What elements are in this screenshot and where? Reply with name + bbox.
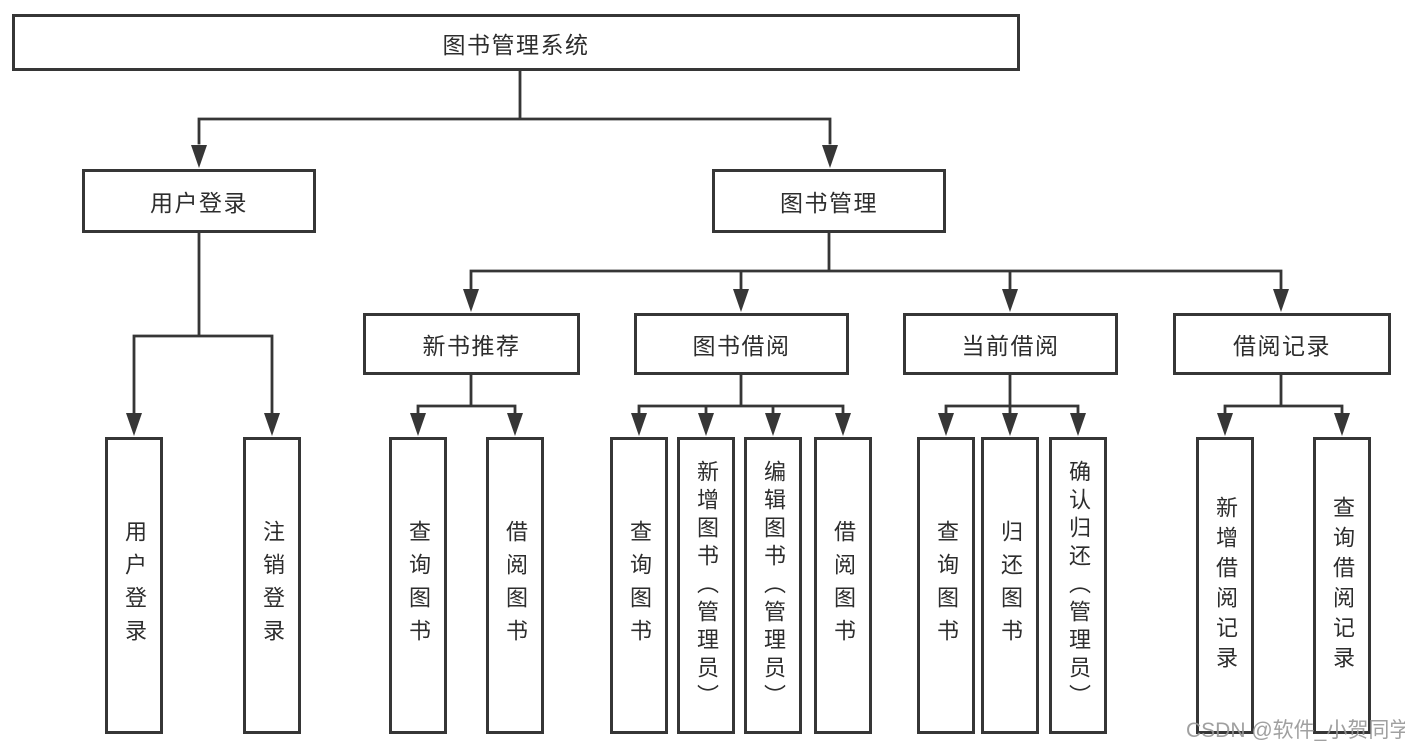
node-new-book-recommend: 新书推荐 (363, 313, 580, 375)
arrowhead (1070, 413, 1086, 436)
connector-new-book (416, 373, 517, 414)
arrowhead (1002, 289, 1018, 312)
connector-book-management (469, 230, 1283, 290)
leaf-query-book-current: 查询图书 (917, 437, 975, 734)
connector-borrow-record (1223, 373, 1344, 414)
leaf-add-borrow-record: 新增借阅记录 (1196, 437, 1254, 734)
arrowhead (698, 413, 714, 436)
node-book-borrow: 图书借阅 (634, 313, 849, 375)
arrowhead (938, 413, 954, 436)
node-user-login: 用户登录 (82, 169, 316, 233)
connector-root (197, 68, 832, 145)
connector-book-borrow (637, 373, 845, 414)
leaf-query-borrow-record: 查询借阅记录 (1313, 437, 1371, 734)
connector-user-login (132, 231, 274, 414)
arrowhead (410, 413, 426, 436)
leaf-logout: 注销登录 (243, 437, 301, 734)
node-book-management: 图书管理 (712, 169, 946, 233)
arrowhead (191, 145, 207, 168)
arrowhead (463, 289, 479, 312)
leaf-confirm-return-admin: 确认归还（管理员） (1049, 437, 1107, 734)
leaf-return-book: 归还图书 (981, 437, 1039, 734)
arrowhead (835, 413, 851, 436)
arrowhead (631, 413, 647, 436)
leaf-query-book-borrow: 查询图书 (610, 437, 668, 734)
arrowhead (1002, 413, 1018, 436)
node-borrow-record: 借阅记录 (1173, 313, 1391, 375)
leaf-add-book-admin: 新增图书（管理员） (677, 437, 735, 734)
arrowhead (1273, 289, 1289, 312)
leaf-borrow-book-recommend: 借阅图书 (486, 437, 544, 734)
node-current-borrow: 当前借阅 (903, 313, 1118, 375)
arrowhead (765, 413, 781, 436)
leaf-edit-book-admin: 编辑图书（管理员） (744, 437, 802, 734)
leaf-user-login: 用户登录 (105, 437, 163, 734)
connector-current-borrow (944, 373, 1080, 414)
arrowhead (264, 413, 280, 436)
leaf-borrow-book: 借阅图书 (814, 437, 872, 734)
csdn-watermark: CSDN @软件_小贺同学 (1186, 719, 1405, 742)
leaf-query-book-recommend: 查询图书 (389, 437, 447, 734)
arrowhead (126, 413, 142, 436)
node-system-root: 图书管理系统 (12, 14, 1020, 71)
arrowhead (822, 145, 838, 168)
arrowhead (1217, 413, 1233, 436)
arrowhead (733, 289, 749, 312)
arrowhead (1334, 413, 1350, 436)
arrowhead (507, 413, 523, 436)
